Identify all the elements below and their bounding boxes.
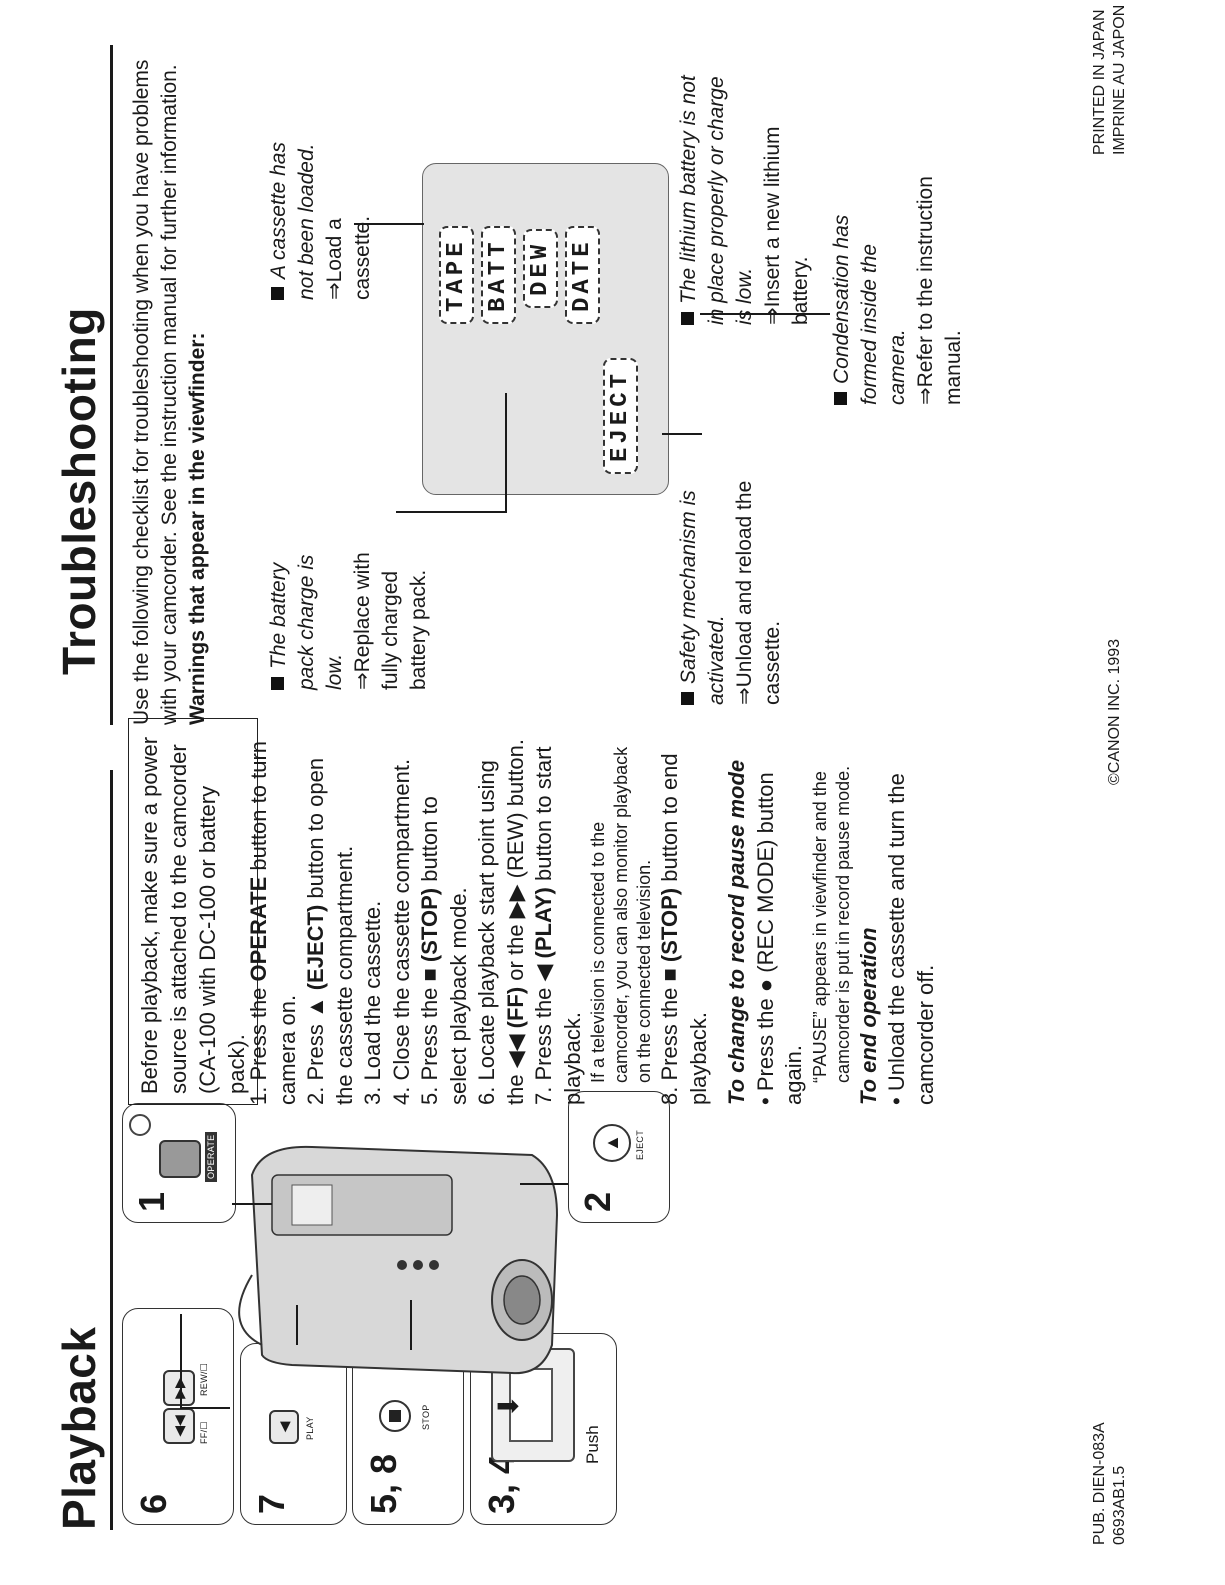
warning-condensation: Condensation has formed inside the camer… — [830, 176, 965, 405]
panel-number: 5, 8 — [363, 1453, 404, 1514]
step-item: 7. Press the ◀ (PLAY) button to start pl… — [531, 746, 585, 1105]
connector-line — [520, 1183, 568, 1185]
batt-warning: BATT — [481, 226, 516, 324]
leader-line — [505, 393, 507, 513]
step-item: 4. Close the cassette compartment. — [388, 758, 414, 1105]
pause-sub: “PAUSE” appears in viewfinder and the ca… — [809, 765, 853, 1083]
viewfinder-display: TAPE BATT DEW DATE EJECT — [422, 163, 669, 495]
end-heading: To end operation — [855, 927, 881, 1105]
bullet-square-icon — [271, 287, 284, 300]
rew-button-icon: ▶▶ — [163, 1370, 195, 1406]
eject-warning: EJECT — [603, 357, 638, 474]
troubleshooting-intro: Use the following checklist for troubles… — [130, 59, 209, 725]
leader-line — [396, 511, 506, 513]
stop-button-icon — [379, 1400, 411, 1432]
eject-button-icon: ▲ — [593, 1124, 631, 1162]
warning-battery: The battery pack charge is low. ⇒Replace… — [267, 552, 430, 690]
leader-line — [662, 433, 702, 435]
connector-line — [232, 1203, 272, 1205]
play-label: PLAY — [305, 1416, 315, 1440]
bullet-square-icon — [834, 392, 847, 405]
connector-line — [410, 1300, 412, 1350]
panel-number: 6 — [133, 1493, 174, 1514]
camcorder-illustration — [232, 1140, 562, 1385]
step-item: 6. Locate playback start point using the… — [474, 739, 528, 1105]
troubleshooting-title-rule — [110, 45, 113, 725]
playback-title-rule — [110, 770, 113, 1530]
step-item: 5. Press the ■ (STOP) button to select p… — [417, 796, 471, 1105]
troubleshooting-title: Troubleshooting — [53, 307, 105, 675]
panel-number: 3, 4 — [481, 1453, 522, 1514]
stop-label: STOP — [421, 1404, 431, 1430]
connector-line — [180, 1314, 182, 1409]
power-lamp-icon — [129, 1114, 151, 1136]
dew-warning: DEW — [523, 228, 558, 308]
panel-number: 7 — [251, 1493, 292, 1514]
panel-2-eject: 2 ▲ EJECT — [568, 1091, 670, 1223]
warnings-heading: Warnings that appear in the viewfinder: — [186, 332, 209, 725]
step-item: 3. Load the cassette. — [360, 900, 385, 1105]
pause-line: • Press the ● (REC MODE) button again. — [752, 772, 807, 1105]
panel-number: 2 — [577, 1191, 618, 1212]
playback-steps: 1. Press the OPERATE button to turn came… — [245, 735, 940, 1105]
panel-number: 1 — [131, 1191, 172, 1212]
bullet-square-icon — [271, 677, 284, 690]
ff-label: FF/☐ — [199, 1421, 209, 1444]
eject-label: EJECT — [635, 1129, 645, 1160]
step-item: 8. Press the ■ (STOP) button to end play… — [657, 753, 711, 1105]
warning-cassette: A cassette has not been loaded. ⇒Load a … — [267, 142, 374, 300]
warning-lithium: The lithium battery is not in place prop… — [677, 75, 812, 325]
publication-number: PUB. DIEN-083A 0693AB1.5 — [1091, 1422, 1128, 1545]
connector-line — [180, 1407, 230, 1409]
step-note: If a television is connected to the camc… — [588, 746, 654, 1083]
connector-line — [296, 1305, 298, 1345]
step-item: 1. Press the OPERATE button to turn came… — [246, 740, 300, 1105]
copyright: ©CANON INC. 1993 — [1106, 638, 1123, 785]
bullet-square-icon — [681, 692, 694, 705]
operate-button-icon — [159, 1140, 201, 1178]
push-label: Push — [583, 1425, 602, 1464]
operate-label: OPERATE — [205, 1131, 217, 1182]
ff-button-icon: ◀◀ — [163, 1408, 195, 1444]
pause-heading: To change to record pause mode — [724, 759, 749, 1105]
playback-title: Playback — [53, 1326, 105, 1530]
warning-safety: Safety mechanism is activated. ⇒Unload a… — [677, 480, 784, 705]
rew-label: REW/☐ — [199, 1362, 209, 1396]
bullet-square-icon — [681, 312, 694, 325]
panel-1-operate: 1 OPERATE — [122, 1103, 236, 1223]
tape-warning: TAPE — [439, 226, 474, 324]
end-line: • Unload the cassette and turn the camco… — [884, 773, 938, 1105]
printed-in: PRINTED IN JAPAN IMPRINE AU JAPON — [1091, 4, 1128, 155]
date-warning: DATE — [565, 226, 600, 324]
step-item: 2. Press ▲ (EJECT) button to open the ca… — [303, 757, 357, 1105]
panel-6-ff-rew: 6 ◀◀ ▶▶ FF/☐ REW/☐ — [122, 1308, 234, 1525]
play-button-icon: ◀ — [269, 1410, 299, 1444]
power-source-note: Before playback, make sure a power sourc… — [128, 718, 258, 1105]
